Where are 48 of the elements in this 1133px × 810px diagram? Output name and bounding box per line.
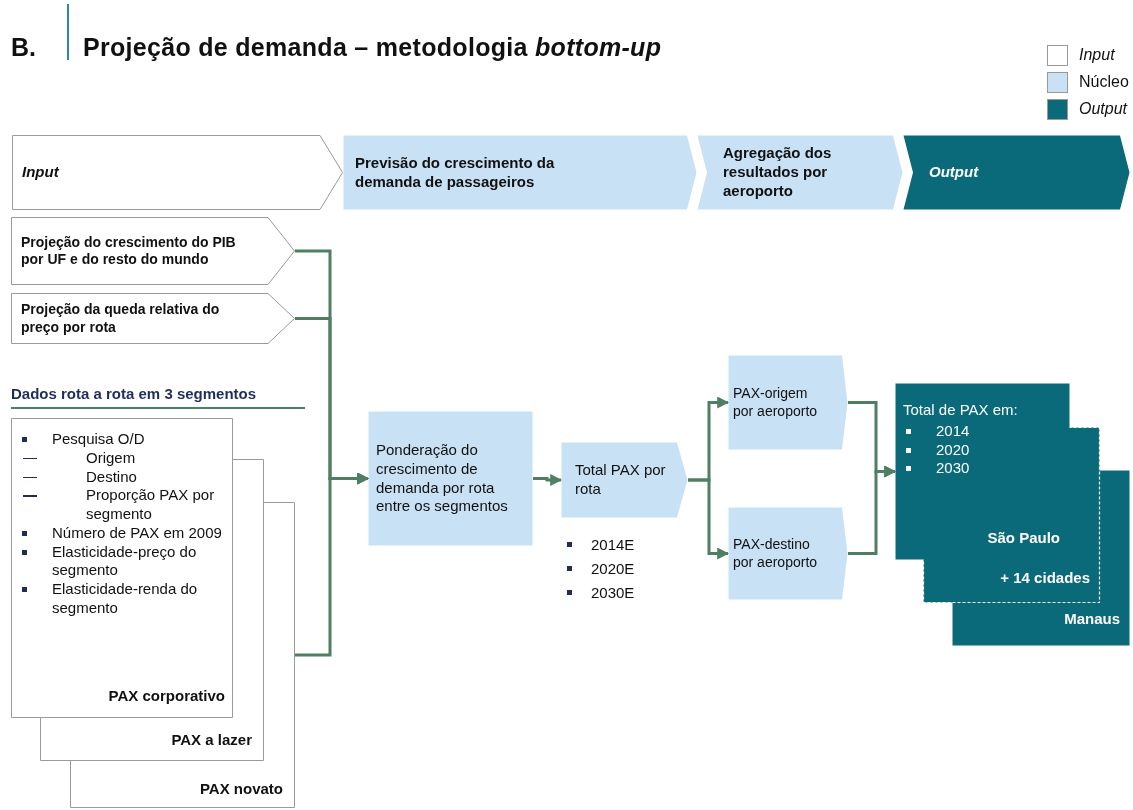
card-title: São Paulo bbox=[986, 529, 1060, 548]
input-arrow-box bbox=[11, 293, 295, 344]
step-label: Total PAX por rota bbox=[575, 461, 666, 499]
list-item-text: 2020 bbox=[936, 440, 970, 458]
list-item-text: Proporção PAX por segmento bbox=[86, 486, 215, 522]
card-title: PAX novato bbox=[198, 780, 283, 799]
connector-arrow bbox=[533, 474, 563, 486]
section-heading: Dados rota a rota em 3 segmentos bbox=[11, 385, 257, 402]
legend-label: Output bbox=[1079, 100, 1128, 118]
step-label: Output bbox=[929, 163, 980, 182]
list-item-text: 2014 bbox=[936, 421, 970, 439]
card-heading: Total de PAX em: bbox=[903, 401, 1019, 420]
chevron-step bbox=[903, 135, 1130, 210]
legend-label: Input bbox=[1079, 46, 1115, 64]
segment-card bbox=[11, 418, 233, 718]
list-item-text: Destino bbox=[86, 467, 137, 485]
legend-label: Núcleo bbox=[1079, 73, 1129, 91]
chevron-step bbox=[697, 135, 903, 210]
step-label: Agregação dos resultados por aeroporto bbox=[723, 144, 833, 201]
list-item-text: 2020E bbox=[591, 560, 635, 577]
title: Projeção de demanda – metodologia bottom-up bbox=[83, 33, 662, 62]
card-title: PAX a lazer bbox=[170, 731, 252, 750]
list-item-text: Elasticidade-preço do segmento bbox=[52, 542, 197, 579]
step-label: Ponderação do crescimento de demanda por rota entre os segmentos bbox=[376, 441, 509, 516]
chevron-step bbox=[12, 135, 343, 210]
process-arrow-box bbox=[561, 442, 688, 518]
card-title: Manaus bbox=[1063, 610, 1120, 629]
step-label: Previsão do crescimento da demanda de passageiros bbox=[355, 153, 556, 192]
step-label: Input bbox=[22, 163, 61, 182]
connector-arrow bbox=[688, 478, 730, 560]
output-card bbox=[895, 383, 1070, 560]
list-item-text: Pesquisa O/D bbox=[52, 430, 145, 447]
card-title: PAX corporativo bbox=[107, 687, 225, 706]
step-label: PAX-destino por aeroporto bbox=[733, 536, 819, 571]
process-box bbox=[368, 411, 533, 546]
list-item-text: 2030E bbox=[591, 584, 635, 601]
card-title: + 14 cidades bbox=[999, 569, 1090, 588]
list-item-text: 2014E bbox=[591, 536, 635, 553]
list-item-text: Elasticidade-renda do segmento bbox=[52, 580, 198, 616]
section-letter: B. bbox=[11, 33, 36, 62]
input-arrow-box bbox=[11, 217, 295, 285]
list-item-text: 2030 bbox=[936, 459, 970, 477]
list-item-text: Origem bbox=[86, 448, 136, 466]
step-label: Projeção da queda relativa do preço por rota bbox=[21, 301, 221, 336]
step-label: Projeção do crescimento do PIB por UF e do resto do mundo bbox=[21, 233, 237, 269]
step-label: PAX-origem por aeroporto bbox=[733, 385, 819, 420]
list-item-text: Número de PAX em 2009 bbox=[52, 523, 222, 541]
chevron-step bbox=[343, 135, 697, 210]
